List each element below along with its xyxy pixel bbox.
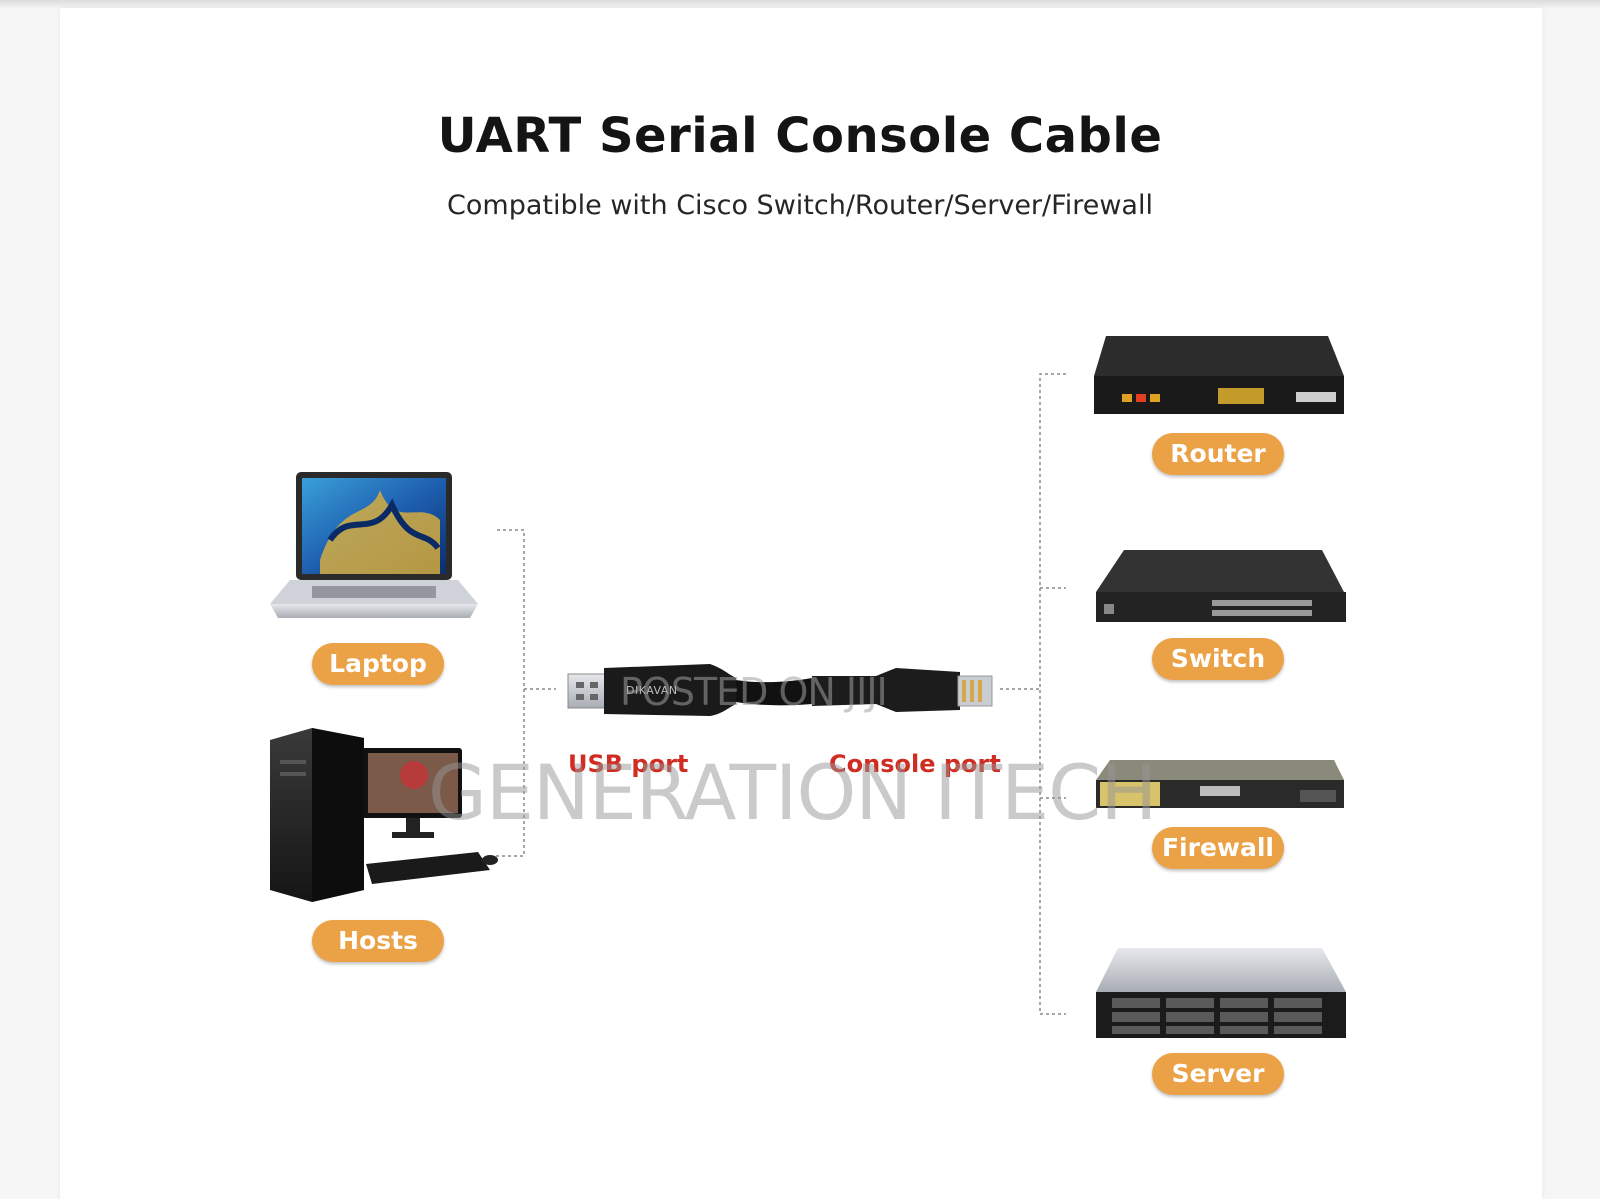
laptop-icon (270, 472, 478, 618)
badge-server: Server (1152, 1053, 1284, 1095)
host-connector-lines (495, 529, 556, 857)
device-connector-lines (1000, 373, 1066, 1015)
usb-port-label: USB port (568, 750, 689, 778)
page-title: UART Serial Console Cable (437, 108, 1163, 164)
watermark-brand: GENERATION ITECH (428, 748, 1157, 837)
switch-icon (1096, 550, 1346, 622)
badge-hosts: Hosts (312, 920, 444, 962)
firewall-icon (1096, 760, 1344, 808)
badge-laptop: Laptop (312, 643, 444, 685)
page-subtitle: Compatible with Cisco Switch/Router/Serv… (447, 190, 1153, 221)
badge-router: Router (1152, 433, 1284, 475)
badge-firewall: Firewall (1152, 827, 1284, 869)
top-shadow-bar (0, 0, 1600, 8)
server-icon (1096, 948, 1346, 1038)
badge-switch: Switch (1152, 638, 1284, 680)
console-port-label: Console port (829, 750, 1001, 778)
desktop-pc-icon (270, 728, 498, 902)
watermark-posted: POSTED ON JIJI (620, 670, 888, 714)
console-cable-icon (567, 664, 993, 716)
router-icon (1094, 336, 1344, 414)
cable-brand-text: DIKAVAN (626, 684, 678, 697)
